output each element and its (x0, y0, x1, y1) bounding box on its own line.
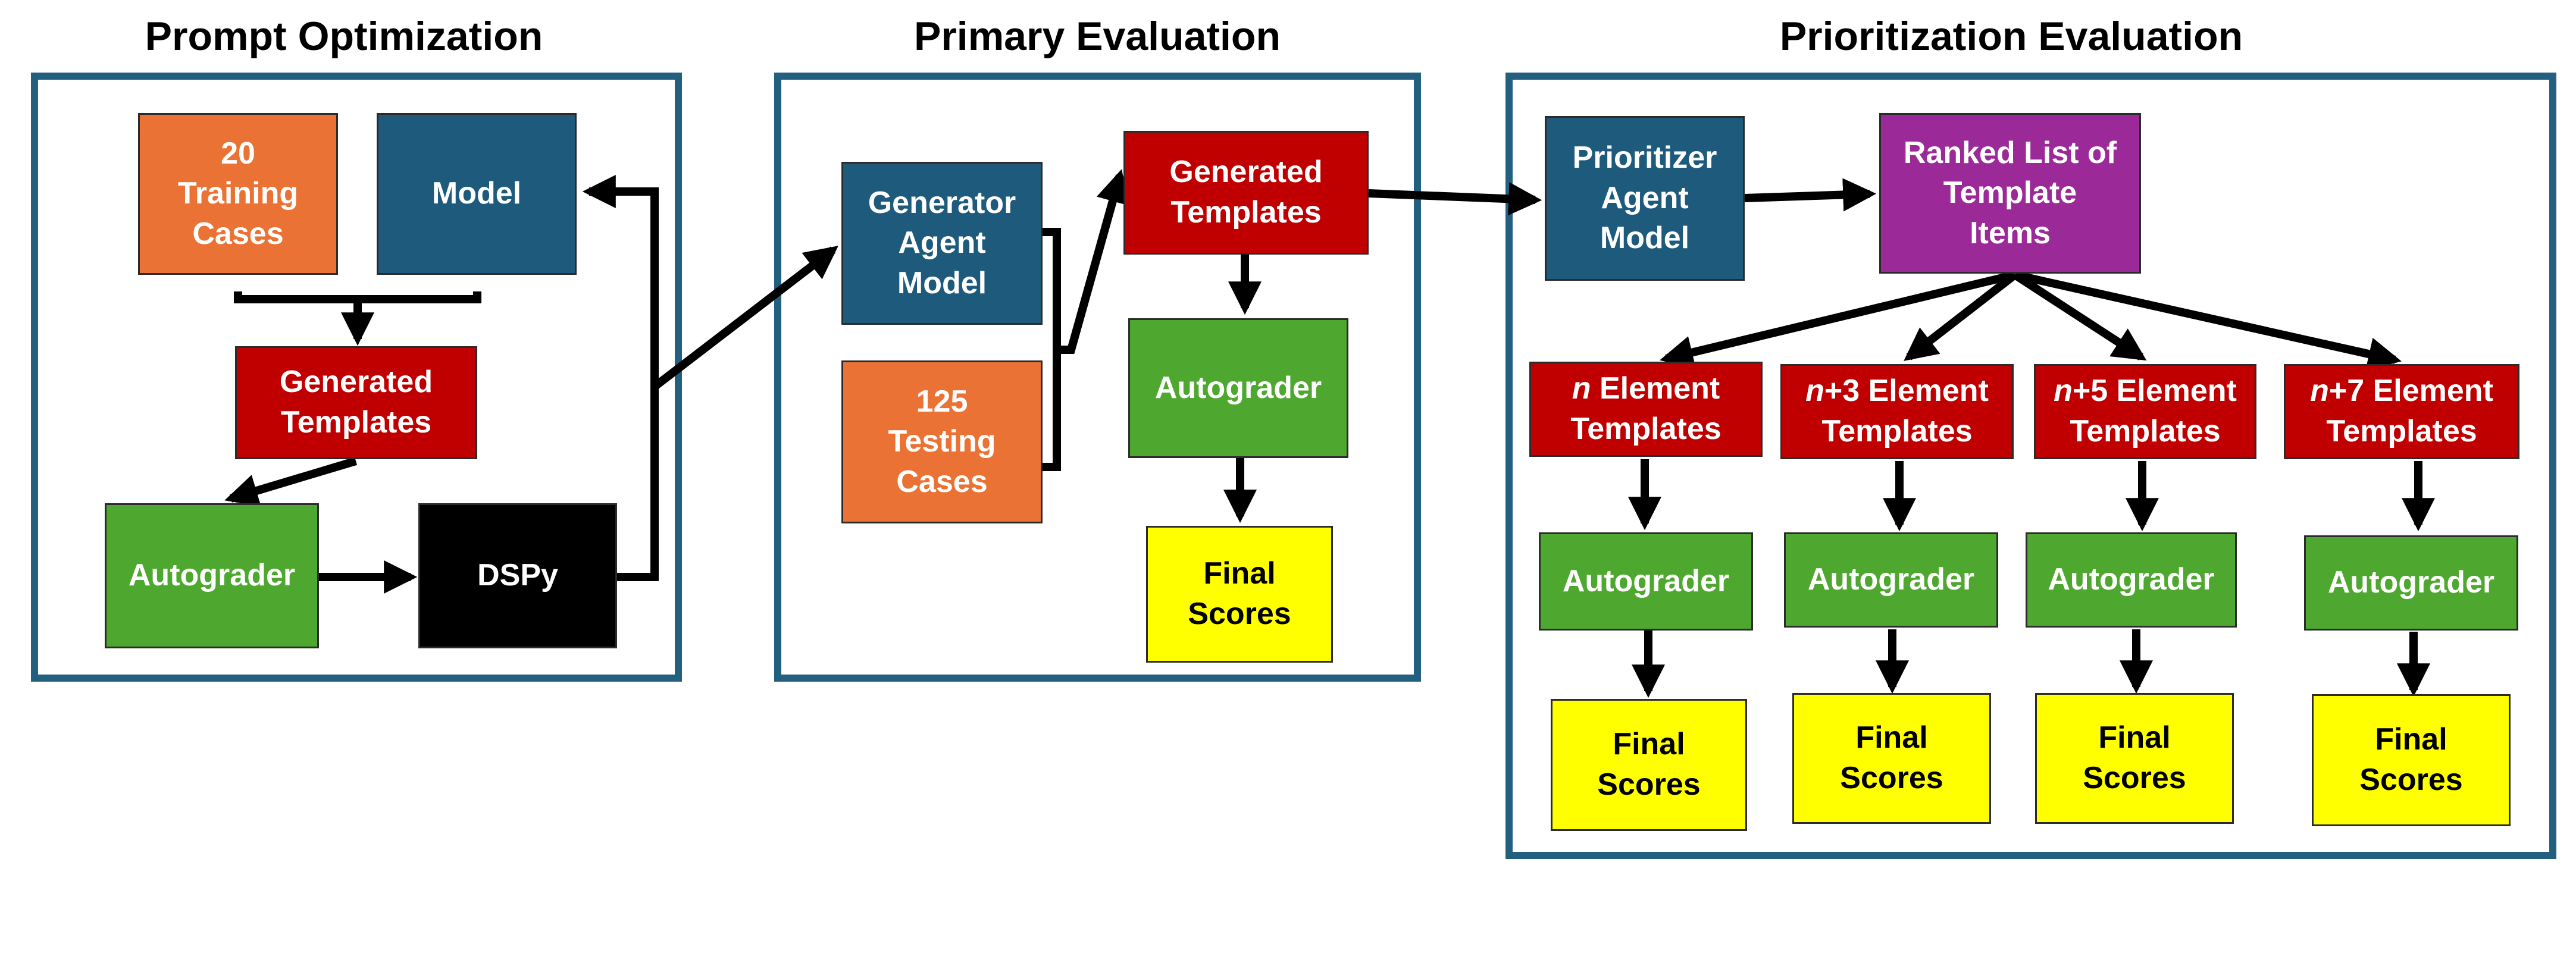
training-cases-line1: 20 (221, 136, 255, 171)
final-scores-n-line2: Scores (1597, 767, 1701, 802)
autograder-box-n: Autograder (1539, 532, 1753, 631)
final-scores-n5-line2: Scores (2083, 761, 2186, 795)
final-scores-primary-line1: Final (1203, 556, 1276, 591)
generator-line2: Agent (898, 225, 986, 261)
arrow-prompt-to-generator (652, 246, 838, 390)
generator-line1: Generator (868, 185, 1016, 220)
autograder-box-n7: Autograder (2304, 535, 2518, 631)
arrow-ranked-to-n5 (2012, 271, 2147, 361)
n3-element-line1: n+3 Element (1805, 374, 1989, 409)
ranked-list-line2: Template (1943, 175, 2077, 211)
autograder-n-label: Autograder (1562, 563, 1730, 598)
primary-evaluation-title: Primary Evaluation (913, 14, 1281, 59)
prioritization-evaluation-panel (1505, 73, 2556, 859)
testing-cases-line1: 125 (916, 384, 968, 419)
testing-cases-line2: Testing (888, 424, 996, 459)
prompt-optimization-title: Prompt Optimization (145, 14, 543, 59)
final-scores-primary-line2: Scores (1188, 597, 1291, 631)
generated-templates-2-line2: Templates (1170, 195, 1322, 230)
prioritizer-line2: Agent (1601, 180, 1689, 215)
prompt-optimization-panel (31, 73, 682, 682)
autograder-box-2: Autograder (1128, 318, 1348, 458)
final-scores-n5-line1: Final (2098, 720, 2171, 755)
final-scores-n7-line1: Final (2375, 722, 2447, 757)
training-cases-line3: Cases (192, 216, 284, 251)
model-label: Model (431, 176, 522, 211)
autograder-2-label: Autograder (1154, 370, 1322, 405)
autograder-n5-label: Autograder (2048, 562, 2215, 597)
generated-templates-2-line1: Generated (1169, 155, 1323, 190)
primary-evaluation-panel (774, 73, 1421, 682)
autograder-n3-label: Autograder (1807, 562, 1975, 597)
n5-element-line2: Templates (2070, 414, 2221, 448)
prioritizer-line3: Model (1600, 221, 1690, 256)
final-scores-n3-line2: Scores (1840, 761, 1943, 795)
arrow-inputs-to-generated (1057, 169, 1129, 354)
autograder-box-n5: Autograder (2026, 532, 2237, 628)
final-scores-n3-line1: Final (1855, 720, 1928, 755)
n7-element-line1: n+7 Element (2310, 374, 2493, 409)
generated-templates-1-line1: Generated (279, 365, 433, 400)
n5-element-line1: n+5 Element (2054, 374, 2237, 409)
arrow-generated-to-autograder (224, 457, 358, 507)
arrow-prioritizer-to-ranked (1744, 178, 1877, 212)
dspy-box: DSPy (418, 503, 617, 648)
training-cases-line2: Training (177, 176, 299, 211)
generated-templates-1-line2: Templates (280, 405, 432, 440)
arrow-generated-to-prioritizer (1368, 182, 1542, 216)
arrow-cases-model-merge (234, 291, 481, 303)
n-element-line1: n Element (1572, 371, 1720, 406)
arrow-ranked-to-n3 (1904, 271, 2018, 361)
arrow-ranked-to-n7 (2014, 271, 2402, 371)
autograder-1-label: Autograder (128, 558, 296, 593)
prioritizer-line1: Prioritizer (1572, 140, 1717, 175)
ranked-list-line1: Ranked List of (1903, 135, 2117, 170)
autograder-box-n3: Autograder (1784, 532, 1998, 628)
generator-line3: Model (897, 265, 987, 300)
autograder-box-1: Autograder (105, 503, 319, 648)
dspy-label: DSPy (477, 558, 558, 593)
model-box: Model (377, 113, 577, 275)
prioritization-evaluation-title: Prioritization Evaluation (1779, 14, 2243, 59)
n3-element-line2: Templates (1821, 414, 1973, 448)
final-scores-n-line1: Final (1613, 727, 1685, 762)
testing-cases-line3: Cases (896, 464, 988, 499)
final-scores-n7-line2: Scores (2359, 763, 2463, 797)
arrow-inputs-bracket (1043, 228, 1061, 471)
autograder-n7-label: Autograder (2327, 565, 2495, 600)
arrow-ranked-to-n (1660, 271, 2016, 369)
n-element-line2: Templates (1570, 412, 1721, 446)
ranked-list-line3: Items (1970, 215, 2051, 250)
n7-element-line2: Templates (2326, 414, 2477, 448)
